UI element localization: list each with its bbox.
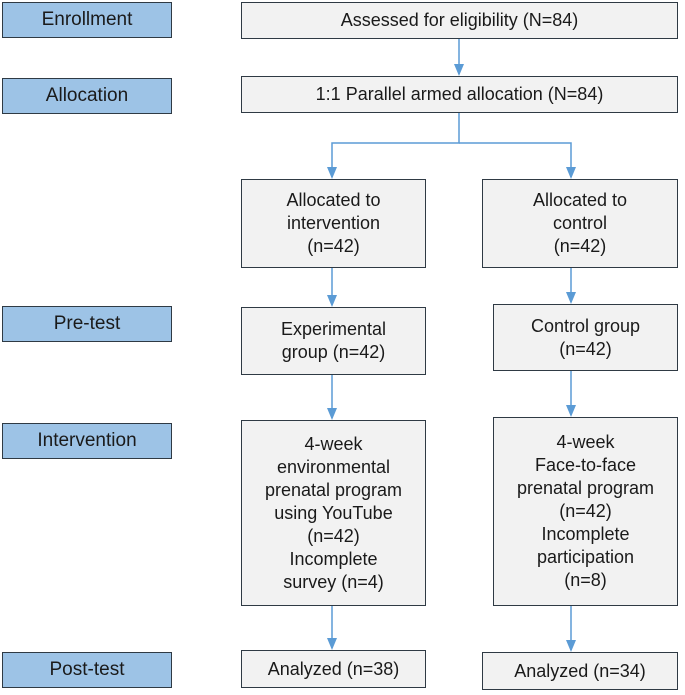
assessed-text: Assessed for eligibility (N=84): [340, 10, 579, 30]
stage-label-enrollment: Enrollment: [2, 2, 172, 38]
analyzed-intervention-text: Analyzed (n=38): [267, 658, 400, 679]
text-line: Control group: [530, 315, 641, 336]
split-connector: [327, 113, 460, 179]
text-line: (n=42): [553, 236, 607, 256]
text-line: Allocated to: [532, 190, 628, 210]
text-line: control: [552, 213, 608, 233]
text-line: Face-to-face: [534, 455, 637, 475]
split-connector-right: [459, 142, 576, 179]
text-line: Incomplete: [541, 524, 630, 544]
text-line: (n=42): [559, 501, 612, 521]
text-line: using YouTube: [274, 502, 393, 523]
text-line: 4-week: [556, 432, 615, 452]
stage-label-allocation: Allocation: [2, 78, 172, 114]
analyzed-control-text: Analyzed (n=34): [514, 660, 646, 681]
text-line: prenatal program: [516, 478, 655, 498]
text-line: survey (n=4): [283, 571, 384, 592]
allocated-control-box: Allocated to control (n=42): [482, 179, 678, 268]
text-line: environmental: [276, 456, 391, 477]
text-line: intervention: [286, 213, 381, 233]
text-line: (n=8): [564, 570, 607, 590]
text-line: (n=42): [307, 236, 360, 256]
allocation-box: 1:1 Parallel armed allocation (N=84): [241, 76, 678, 113]
text-line: participation: [536, 547, 635, 567]
stage-label-posttest: Post-test: [2, 652, 172, 688]
text-line: (n=42): [559, 338, 612, 359]
analyzed-intervention-box: Analyzed (n=38): [241, 650, 426, 688]
text-line: (n=42): [307, 525, 360, 546]
experimental-group-box: Experimental group (n=42): [241, 307, 426, 375]
text-line: Allocated to: [286, 190, 381, 210]
text-line: Incomplete: [289, 548, 378, 569]
analyzed-control-box: Analyzed (n=34): [482, 652, 678, 690]
control-group-box: Control group (n=42): [493, 304, 678, 371]
face-to-face-program-box: 4-week Face-to-face prenatal program (n=…: [493, 417, 678, 606]
allocated-intervention-box: Allocated to intervention (n=42): [241, 179, 426, 268]
allocation-text: 1:1 Parallel armed allocation (N=84): [315, 84, 604, 104]
stage-label-intervention: Intervention: [2, 423, 172, 459]
youtube-program-box: 4-week environmental prenatal program us…: [241, 420, 426, 606]
assessed-for-eligibility-box: Assessed for eligibility (N=84): [241, 2, 678, 39]
text-line: Experimental: [280, 319, 387, 339]
text-line: 4-week: [304, 433, 363, 454]
text-line: group (n=42): [281, 342, 386, 362]
stage-label-pretest: Pre-test: [2, 306, 172, 342]
text-line: prenatal program: [264, 479, 403, 500]
